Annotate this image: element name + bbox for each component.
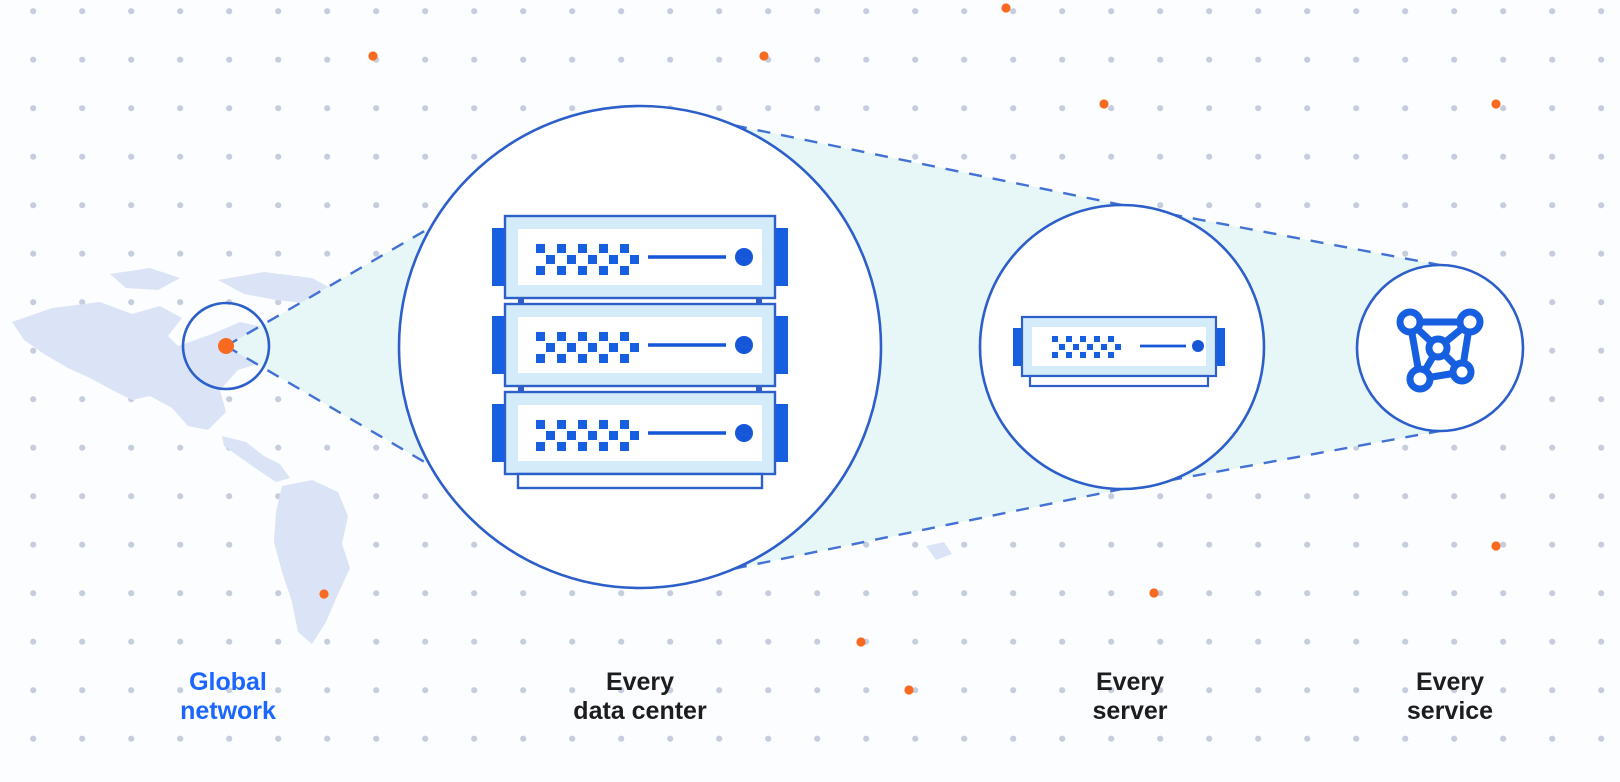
accent-dot-3 (1099, 99, 1109, 109)
accent-dot-7 (1491, 541, 1501, 551)
single-server-icon (1013, 315, 1225, 388)
accent-dot-4 (1491, 99, 1501, 109)
accent-dot-5 (319, 589, 329, 599)
accent-dot-9 (904, 685, 914, 695)
network-mesh-nodes (1396, 308, 1484, 393)
accent-dot-6 (1149, 588, 1159, 598)
accent-dot-1 (759, 51, 769, 61)
stage-circle-global-network[interactable] (181, 301, 271, 391)
accent-dot-0 (368, 51, 378, 61)
map-location-pin-icon (218, 338, 234, 354)
accent-dot-8 (856, 637, 866, 647)
server-rack-icon (492, 214, 788, 490)
accent-dot-2 (1001, 3, 1011, 13)
